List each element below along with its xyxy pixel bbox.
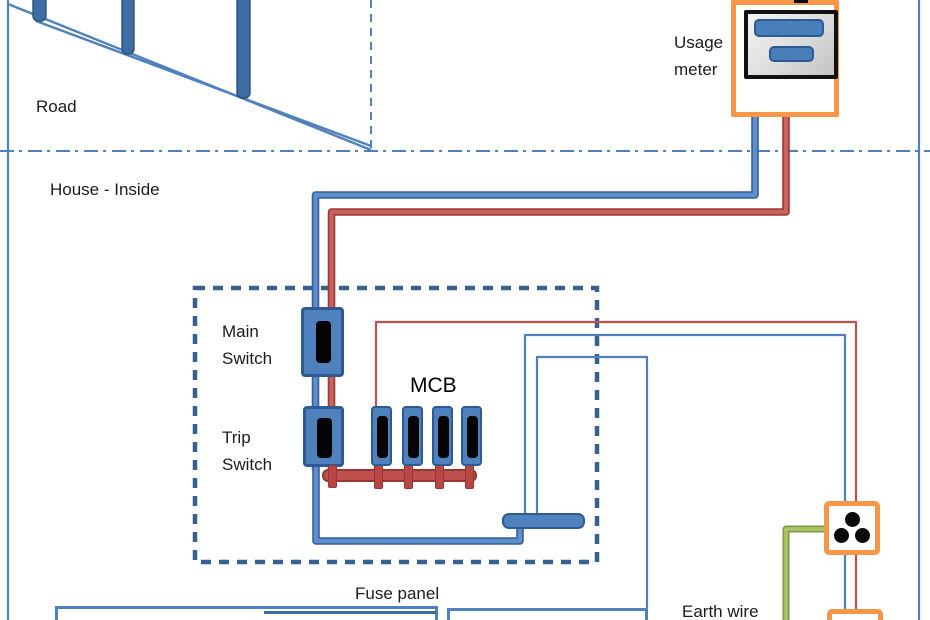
bus-stub-mcb1: [374, 464, 383, 489]
meter-readout-bar: [769, 46, 814, 62]
overhead-line-2: [35, 19, 372, 148]
neutral-circuit-wire-2: [535, 355, 649, 610]
mcb-4: [461, 406, 482, 466]
socket-pin-earth: [845, 512, 860, 527]
house-inside-label: House - Inside: [50, 180, 160, 199]
socket-pin-neutral: [855, 528, 870, 543]
main-switch-toggle: [316, 321, 331, 363]
earth-wire-label: Earth wire: [682, 602, 759, 620]
room-box-1-inner-edge: [264, 611, 436, 614]
main-switch: [301, 307, 344, 377]
power-socket-1: [824, 501, 880, 555]
bus-stub-trip: [328, 465, 337, 488]
mcb-4-toggle: [467, 416, 478, 458]
mcb-3: [432, 406, 453, 466]
neutral-circuit-wire-1: [523, 333, 847, 614]
usage-meter-icon: [744, 10, 838, 79]
power-pole-1: [32, 0, 47, 22]
mcb-2: [402, 406, 423, 466]
meter-display-bar: [754, 19, 824, 37]
room-box-1: [55, 606, 438, 620]
bus-stub-mcb2: [404, 464, 413, 489]
live-bus-bar: [322, 469, 477, 482]
mcb-2-toggle: [408, 416, 419, 458]
mcb-1-toggle: [377, 416, 388, 458]
mcb-3-toggle: [438, 416, 449, 458]
neutral-bar: [502, 513, 585, 529]
trip-switch-label: Trip Switch: [222, 428, 273, 474]
mcb-1: [371, 406, 392, 466]
power-socket-2: [827, 609, 883, 620]
fuse-panel-outline: [192, 285, 600, 565]
usage-meter-box: [731, 0, 839, 117]
power-pole-2: [121, 0, 135, 55]
trip-switch: [303, 406, 344, 467]
main-switch-label: Main Switch: [222, 322, 273, 368]
power-pole-3: [236, 0, 251, 99]
bus-stub-mcb4: [465, 464, 474, 489]
live-circuit-wire: [374, 320, 858, 614]
trip-switch-toggle: [317, 418, 332, 458]
socket-pin-live: [834, 528, 849, 543]
cropped-callout-mark: [794, 0, 808, 3]
mcb-label: MCB: [410, 374, 457, 397]
bus-stub-mcb3: [435, 464, 444, 489]
earth-wire: [786, 529, 827, 620]
usage-meter-label: Usage meter: [674, 33, 724, 79]
room-box-2: [447, 608, 648, 620]
road-label: Road: [36, 97, 77, 116]
service-live-wire: [332, 117, 787, 470]
fuse-panel-label: Fuse panel: [355, 584, 440, 603]
